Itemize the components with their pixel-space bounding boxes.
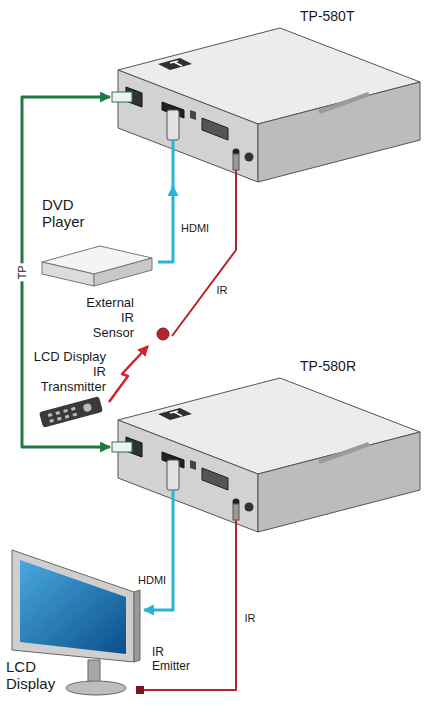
part-label: IR Emitter: [150, 646, 200, 674]
node-title: TP-580R: [300, 358, 410, 374]
device-box: TP-580R: [110, 354, 428, 536]
node-title: LCD Display: [6, 658, 61, 693]
dvd-player-picture: [42, 246, 152, 286]
tp-cable: [22, 97, 110, 447]
tp-580r-unit: [112, 378, 420, 536]
signal-label: IR: [243, 612, 258, 625]
remote-picture: [39, 396, 103, 428]
source-device: DVD Player: [40, 196, 158, 292]
tp-580t-unit: [112, 28, 420, 187]
ir-cable: [172, 186, 236, 336]
ir-sensor-picture: [157, 328, 169, 340]
remote-control: LCD Display IR Transmitter: [28, 350, 109, 430]
signal-label: HDMI: [179, 222, 211, 235]
hdmi-cable: [158, 186, 173, 262]
node-title: DVD Player: [42, 196, 104, 231]
ir-cable: [144, 536, 236, 690]
node-title: External IR Sensor: [80, 296, 134, 341]
node-title: LCD Display IR Transmitter: [28, 350, 106, 395]
signal-label: IR: [215, 284, 230, 297]
device-box: TP-580T: [110, 4, 428, 186]
signal-label: HDMI: [136, 574, 168, 587]
ir-sensor: External IR Sensor: [80, 296, 172, 346]
signal-label: TP: [16, 263, 29, 281]
display-device: LCD Display: [4, 546, 144, 702]
ir-signal-bolt: [109, 346, 148, 402]
node-title: TP-580T: [300, 8, 410, 24]
